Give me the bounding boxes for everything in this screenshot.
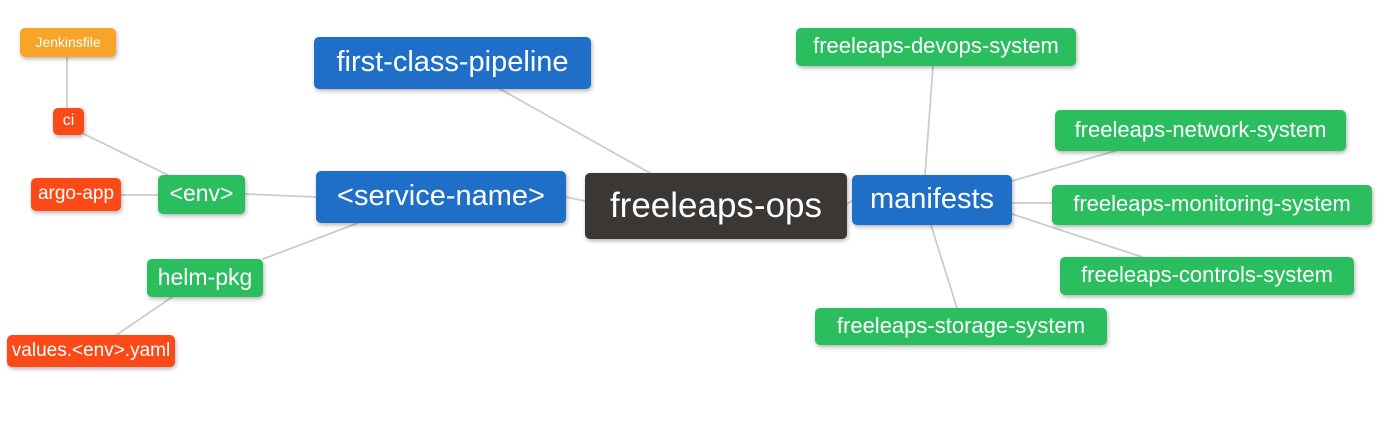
- node-devops-system[interactable]: freeleaps-devops-system: [796, 28, 1076, 66]
- edge-manifests-network-system: [1011, 150, 1116, 182]
- node-manifests[interactable]: manifests: [852, 175, 1012, 225]
- node-label: values.<env>.yaml: [11, 339, 171, 361]
- edge-devops-system-manifests: [924, 65, 934, 176]
- node-label: helm-pkg: [157, 263, 253, 290]
- node-values-env-yaml[interactable]: values.<env>.yaml: [7, 335, 175, 367]
- node-ci[interactable]: ci: [53, 108, 84, 135]
- node-label: first-class-pipeline: [336, 45, 569, 78]
- node-first-class-pipeline[interactable]: first-class-pipeline: [314, 37, 591, 89]
- node-label: freeleaps-devops-system: [813, 33, 1059, 58]
- node-label: argo-app: [37, 183, 115, 204]
- node-controls-system[interactable]: freeleaps-controls-system: [1060, 257, 1354, 295]
- node-label: <service-name>: [337, 179, 545, 212]
- node-argo-app[interactable]: argo-app: [31, 178, 121, 211]
- edge-freeleaps-ops-manifests: [846, 200, 853, 205]
- edge-helm-pkg-service-name: [262, 222, 359, 260]
- node-label: ci: [62, 111, 75, 129]
- node-label: freeleaps-network-system: [1074, 116, 1327, 142]
- edge-manifests-storage-system: [930, 224, 958, 309]
- node-label: Jenkinsfile: [35, 33, 101, 50]
- node-network-system[interactable]: freeleaps-network-system: [1055, 110, 1346, 151]
- node-monitoring-system[interactable]: freeleaps-monitoring-system: [1052, 185, 1372, 225]
- node-label: freeleaps-controls-system: [1081, 262, 1333, 287]
- edge-values-env-yaml-helm-pkg: [114, 296, 173, 337]
- node-label: manifests: [869, 182, 995, 215]
- node-storage-system[interactable]: freeleaps-storage-system: [815, 308, 1107, 345]
- node-label: freeleaps-monitoring-system: [1073, 191, 1351, 216]
- node-helm-pkg[interactable]: helm-pkg: [147, 259, 263, 297]
- edge-service-name-freeleaps-ops: [565, 196, 586, 202]
- node-label: freeleaps-ops: [609, 185, 823, 225]
- edge-manifests-controls-system: [1011, 213, 1143, 258]
- node-jenkinsfile[interactable]: Jenkinsfile: [20, 28, 116, 57]
- node-label: freeleaps-storage-system: [836, 312, 1086, 338]
- node-freeleaps-ops[interactable]: freeleaps-ops: [585, 173, 847, 239]
- node-service-name[interactable]: <service-name>: [316, 171, 566, 223]
- edge-first-class-pipeline-freeleaps-ops: [499, 88, 651, 174]
- edge-ci-env: [81, 132, 173, 178]
- node-env[interactable]: <env>: [158, 175, 245, 214]
- node-label: <env>: [169, 180, 234, 206]
- edge-env-service-name: [244, 193, 317, 198]
